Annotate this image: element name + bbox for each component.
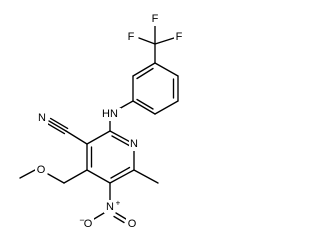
bond-nitro-o-right-b [113, 215, 125, 224]
bond-phenyl-4-inner [136, 98, 154, 110]
bond-pyridine-c2-n1-inner [111, 135, 131, 147]
charge-nitro-o-left: − [79, 215, 84, 225]
bond-cf3-f-left [138, 37, 156, 45]
bond-phenyl-4 [132, 100, 156, 115]
bond-nitrile-single [65, 130, 88, 145]
atom-labels: F F F HN N N O N + O − O [35, 13, 184, 231]
bond-methyl [133, 169, 159, 184]
label-bg-f-left [126, 31, 136, 44]
atom-nh: HN [102, 108, 118, 120]
atom-f-right: F [176, 31, 183, 43]
bond-nitrile-triple-c [46, 122, 66, 135]
atom-nitro-n: N [106, 201, 114, 213]
label-bg-nitrile-n [37, 112, 48, 125]
bond-phenyl-6-inner [136, 67, 154, 80]
bond-c4-ch2 [63, 169, 88, 184]
bond-phenyl-6 [132, 62, 156, 77]
chemical-structure-diagram: F F F HN N N O N + O − O [19, 13, 184, 231]
atom-ring-n: N [130, 138, 138, 150]
atom-f-left: F [128, 31, 135, 43]
atom-ether-o: O [37, 164, 46, 176]
bond-nitro-o-left [93, 212, 105, 220]
label-bg-nitro-o-left [82, 218, 94, 231]
label-bg-ring-n [129, 138, 140, 151]
label-bg-nitro-n [104, 200, 115, 213]
bond-pyridine-c5-c4 [86, 169, 111, 184]
label-bg-nh [99, 108, 121, 121]
charge-nitro-n: + [116, 199, 121, 208]
bond-ch2-o [47, 173, 65, 184]
bond-nitrile-triple-a [48, 120, 67, 132]
bond-phenyl-1 [154, 62, 179, 77]
atom-nitro-o-right: O [128, 218, 137, 230]
bond-phenyl-3 [154, 100, 179, 115]
atom-nitrile-n: N [38, 112, 46, 124]
label-bg-nitro-o-right [126, 218, 138, 231]
label-bg-f-top [150, 13, 160, 26]
atom-nitro-o-left: O [84, 218, 93, 230]
bond-nitrile-triple-b [49, 117, 69, 130]
bond-pyridine-c3-c2 [86, 130, 111, 145]
label-bg-f-right [174, 31, 184, 44]
bond-nitro-o-right-a [115, 212, 127, 220]
bond-pyridine-c6-c5 [109, 169, 135, 184]
atom-f-top: F [152, 13, 159, 25]
bond-o-ch3 [19, 169, 36, 179]
bond-pyridine-c6-c5-inner [110, 166, 131, 179]
bond-cf3-f-right [154, 37, 175, 45]
label-bg-ether-o [35, 164, 47, 177]
